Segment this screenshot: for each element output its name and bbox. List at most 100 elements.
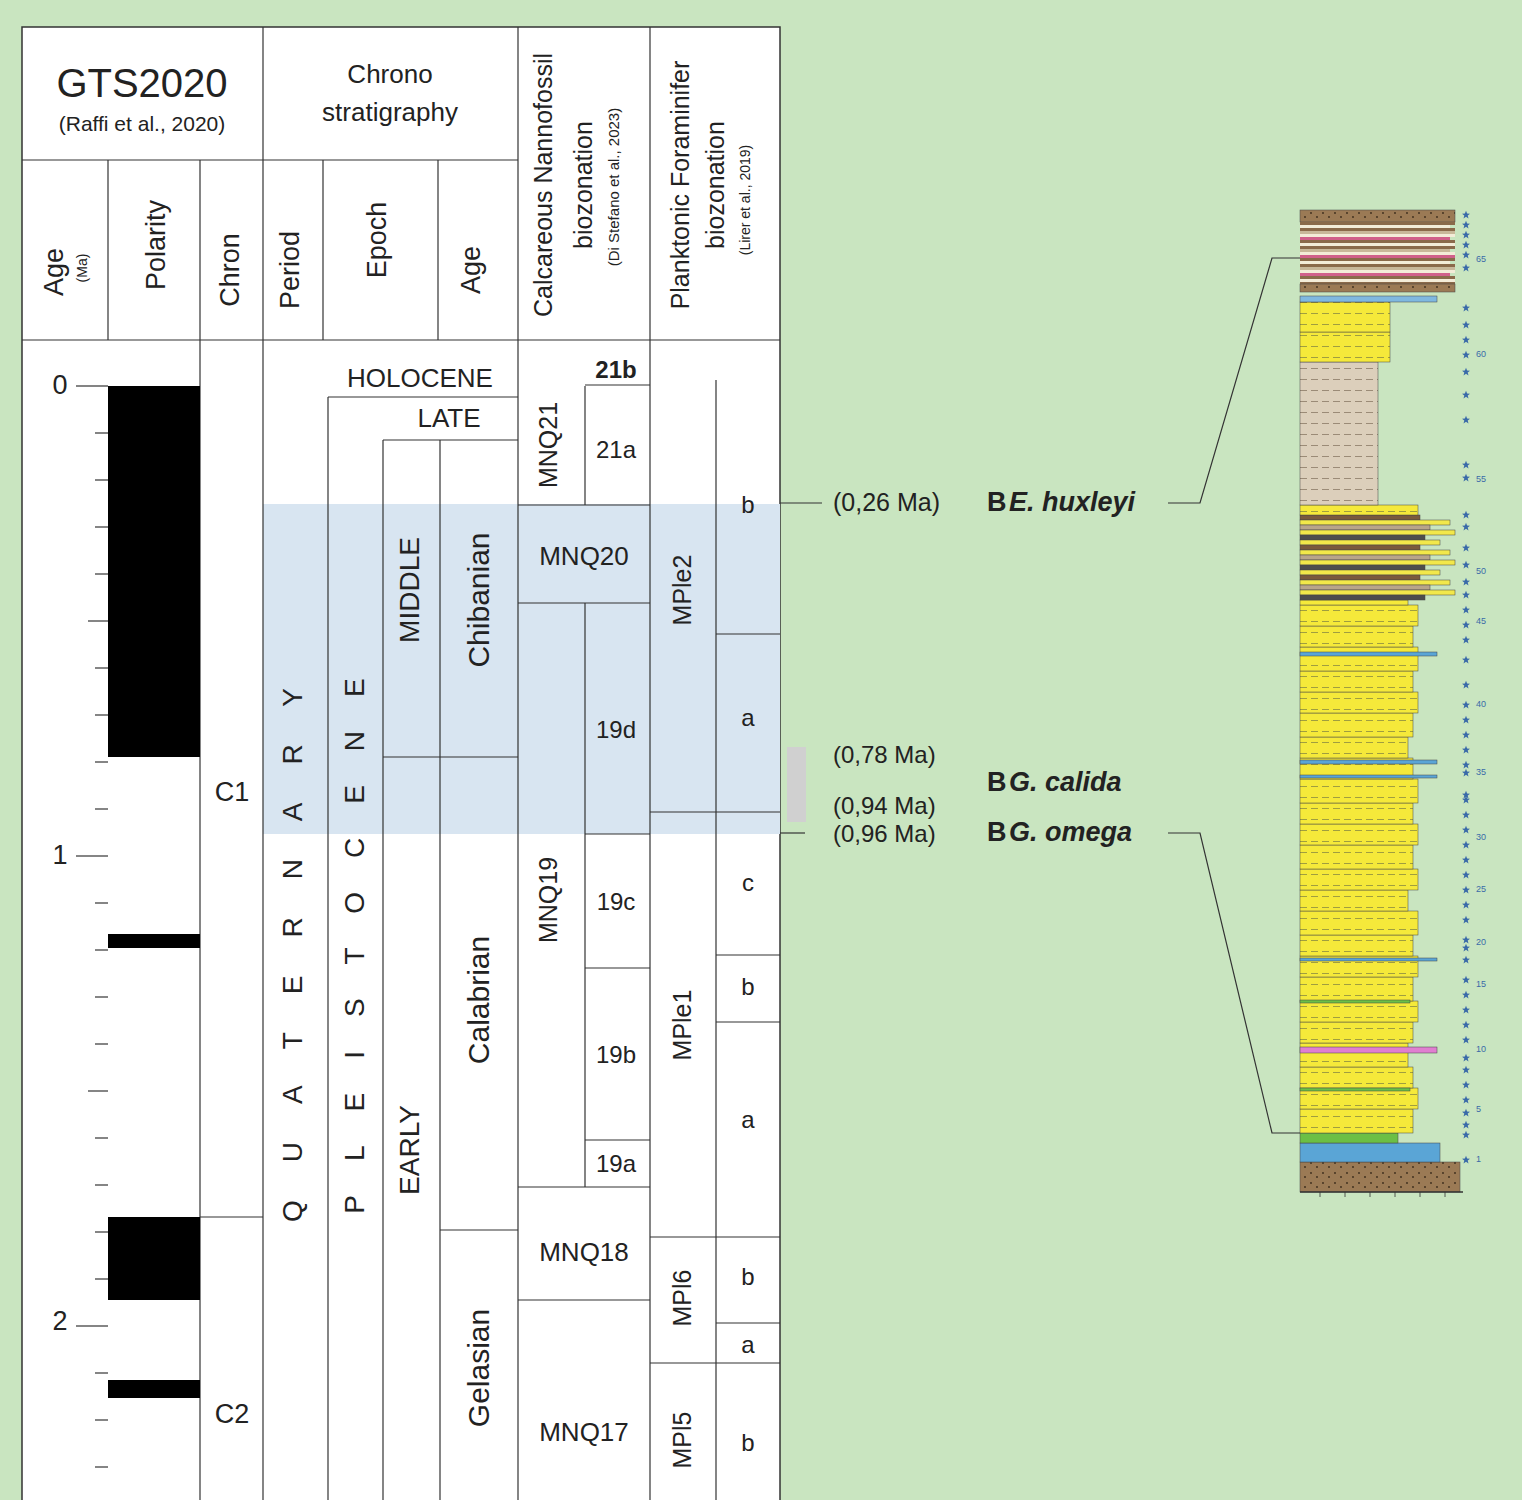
chart-label: B [987,818,1007,848]
clay-bed [1300,1133,1398,1143]
chart-label: Chron [216,233,246,307]
grid-line [585,384,650,385]
age-tick [95,996,108,997]
sample-star [1462,1096,1470,1104]
sample-star [1462,621,1470,629]
laminated-layer [1300,264,1455,267]
thin-bed [1300,1088,1410,1091]
thin-bed [1300,1047,1437,1053]
sample-star [1462,561,1470,569]
marl-bed [1300,505,1418,515]
thin-bed [1300,296,1437,302]
age-tick [95,1231,108,1232]
sample-star [1462,871,1470,879]
chart-label: b [741,1430,754,1456]
sample-star [1462,656,1470,664]
sample-star [1462,991,1470,999]
age-tick [76,1325,108,1326]
sample-star [1462,976,1470,984]
chart-label: Chrono stratigraphy [300,55,480,131]
chart-label: MPle2 [669,555,697,626]
age-tick [88,1090,108,1091]
sample-star [1462,211,1470,219]
chart-label: (Raffi et al., 2020) [59,112,226,135]
marl-bed [1300,1088,1418,1109]
grid-line [107,160,108,340]
sample-star [1462,1121,1470,1129]
sample-star [1462,761,1470,769]
marl-bed [1300,803,1413,824]
sample-star [1462,264,1470,272]
sample-star [1462,591,1470,599]
marl-block [1300,362,1378,505]
chart-label: (Ma) [75,254,90,283]
scale-number: 35 [1476,768,1486,778]
age-tick [95,1372,108,1373]
sample-star [1462,368,1470,376]
sample-star [1462,336,1470,344]
laminated-layer [1300,255,1455,258]
chart-label: MNQ17 [539,1418,629,1447]
marl-bed [1300,1001,1418,1022]
age-tick [95,573,108,574]
laminated-layer [1300,258,1455,261]
interbedded-layer [1300,560,1455,565]
marl-bed [1300,1109,1413,1133]
grid-line [585,1139,650,1140]
marl-bed [1300,977,1413,1001]
age-tick [95,667,108,668]
interbedded-layer [1300,590,1455,595]
laminated-layer [1300,267,1455,270]
leader-line [1168,833,1300,1133]
grid-line [650,1362,780,1363]
sandstone-bed [1300,1162,1460,1192]
sample-star [1462,391,1470,399]
thin-bed [1300,958,1437,961]
grid-line [200,1216,263,1217]
grid-line [262,27,263,1500]
chart-label: 19b [596,1042,636,1068]
sample-star [1462,916,1470,924]
chart-label: Polarity [142,200,172,290]
marl-bed [1300,626,1413,647]
leader-line [1168,258,1300,503]
marl-bed [1300,671,1413,692]
sample-star [1462,251,1470,259]
marl-bed [1300,600,1408,605]
age-tick [95,479,108,480]
grid-line [518,1186,650,1187]
chart-label: (Lirer et al., 2019) [738,145,753,256]
table-frame [22,27,780,1500]
grid-line [440,1229,518,1230]
chart-label: Planktonic Foraminifer biozonation [663,35,733,335]
sample-star [1462,221,1470,229]
chart-label: MPle1 [669,990,697,1061]
normal-polarity-bar [108,1380,200,1398]
base-tick [1370,1192,1371,1197]
laminated-layer [1300,261,1450,264]
laminated-layer [1300,231,1455,234]
sample-star [1462,956,1470,964]
chart-label: 21b [595,357,636,383]
sample-star [1462,606,1470,614]
scale-number: 1 [1476,1155,1481,1165]
laminated-layer [1300,237,1450,240]
interbedded-layer [1300,540,1440,545]
age-tick [95,902,108,903]
sample-star [1462,811,1470,819]
grid-line [716,633,780,634]
interbedded-layer [1300,585,1430,590]
thin-bed [1300,760,1437,764]
sample-star [1462,886,1470,894]
sample-star [1462,1006,1470,1014]
chart-label: QUATERNARY [278,650,309,1260]
laminated-layer [1300,276,1455,279]
scale-number: 5 [1476,1105,1481,1115]
chart-label: a [741,1107,754,1133]
chart-label: a [741,1332,754,1358]
sample-star [1462,578,1470,586]
chart-label: MNQ18 [539,1238,629,1267]
laminated-layer [1300,270,1455,273]
interbedded-layer [1300,515,1420,520]
